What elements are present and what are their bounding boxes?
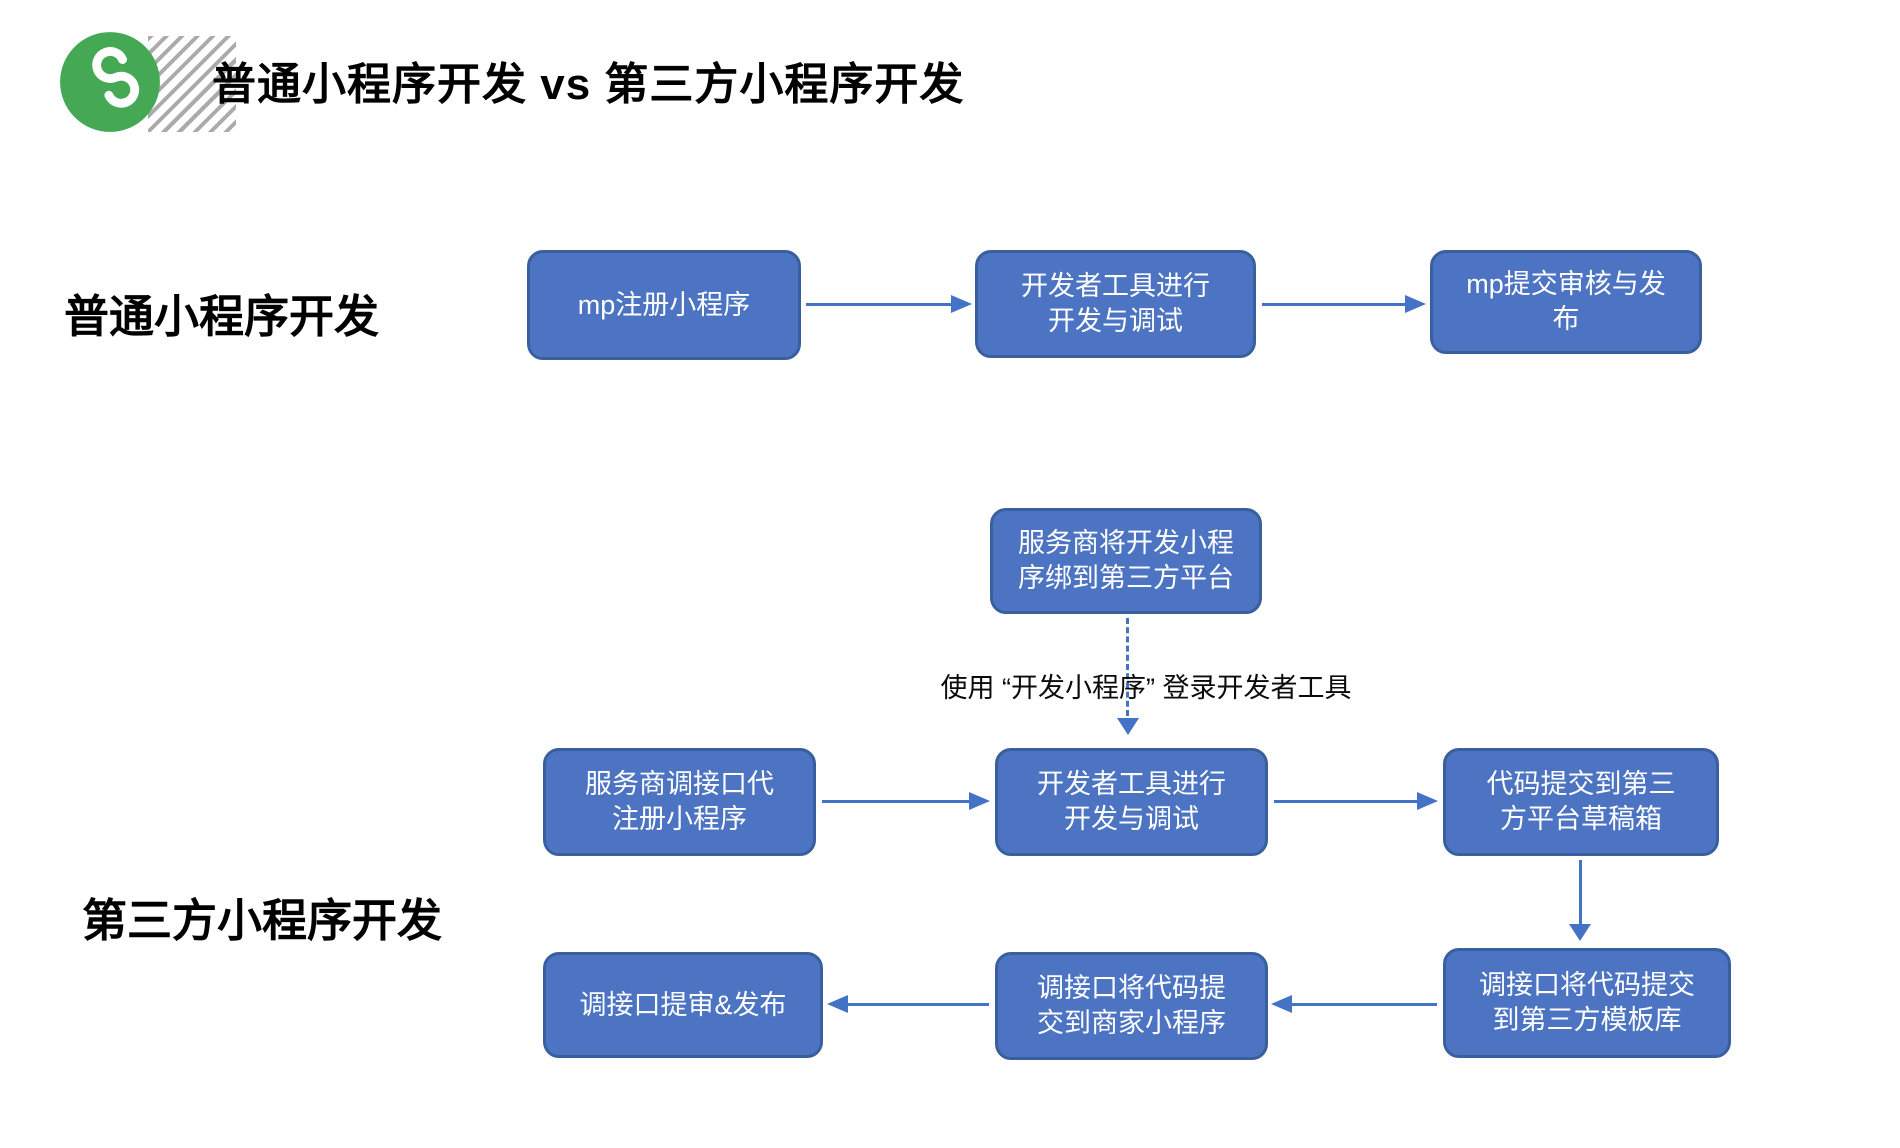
mini-program-logo-icon: [60, 32, 160, 132]
node-api-register: 服务商调接口代 注册小程序: [543, 748, 816, 856]
node-submit-publish: 调接口提审&发布: [543, 952, 823, 1058]
arrow-draftbox-to-template-line: [1579, 860, 1582, 924]
node-bind-platform: 服务商将开发小程 序绑到第三方平台: [990, 508, 1262, 614]
node-mp-publish: mp提交审核与发 布: [1430, 250, 1702, 354]
node-draftbox: 代码提交到第三 方平台草稿箱: [1443, 748, 1719, 856]
arrow-devtool-to-publish-head-icon: [1405, 295, 1426, 313]
node-devtool-third: 开发者工具进行 开发与调试: [995, 748, 1268, 856]
flow-label-third-party: 第三方小程序开发: [82, 895, 443, 946]
arrow-apiregister-to-devtool-head-icon: [969, 792, 990, 810]
flow-label-normal: 普通小程序开发: [64, 291, 380, 342]
arrow-draftbox-to-template-head-icon: [1569, 924, 1591, 941]
arrow-apiregister-to-devtool-line: [822, 800, 970, 803]
arrow-devtool-to-draftbox-line: [1274, 800, 1418, 803]
node-template-library: 调接口将代码提交 到第三方模板库: [1443, 948, 1731, 1058]
logo-hatch-stripes: [148, 36, 236, 132]
arrow-devtool-to-publish-line: [1262, 303, 1406, 306]
arrow-merchant-to-submit-head-icon: [827, 995, 848, 1013]
arrow-merchant-to-submit-line: [848, 1003, 989, 1006]
node-devtool-normal: 开发者工具进行 开发与调试: [975, 250, 1256, 358]
arrow-template-to-merchant-line: [1292, 1003, 1437, 1006]
page-title: 普通小程序开发 vs 第三方小程序开发: [212, 60, 965, 109]
dashed-arrow-note: 使用 “开发小程序” 登录开发者工具: [940, 673, 1352, 703]
dashed-arrow-line: [1126, 618, 1129, 716]
arrow-register-to-devtool-head-icon: [951, 295, 972, 313]
arrow-devtool-to-draftbox-head-icon: [1417, 792, 1438, 810]
node-mp-register: mp注册小程序: [527, 250, 801, 360]
dashed-arrow-head-icon: [1117, 718, 1139, 735]
node-merchant-commit: 调接口将代码提 交到商家小程序: [995, 952, 1268, 1060]
mini-program-logo: [58, 26, 243, 138]
arrow-register-to-devtool-line: [806, 303, 952, 306]
arrow-template-to-merchant-head-icon: [1271, 995, 1292, 1013]
